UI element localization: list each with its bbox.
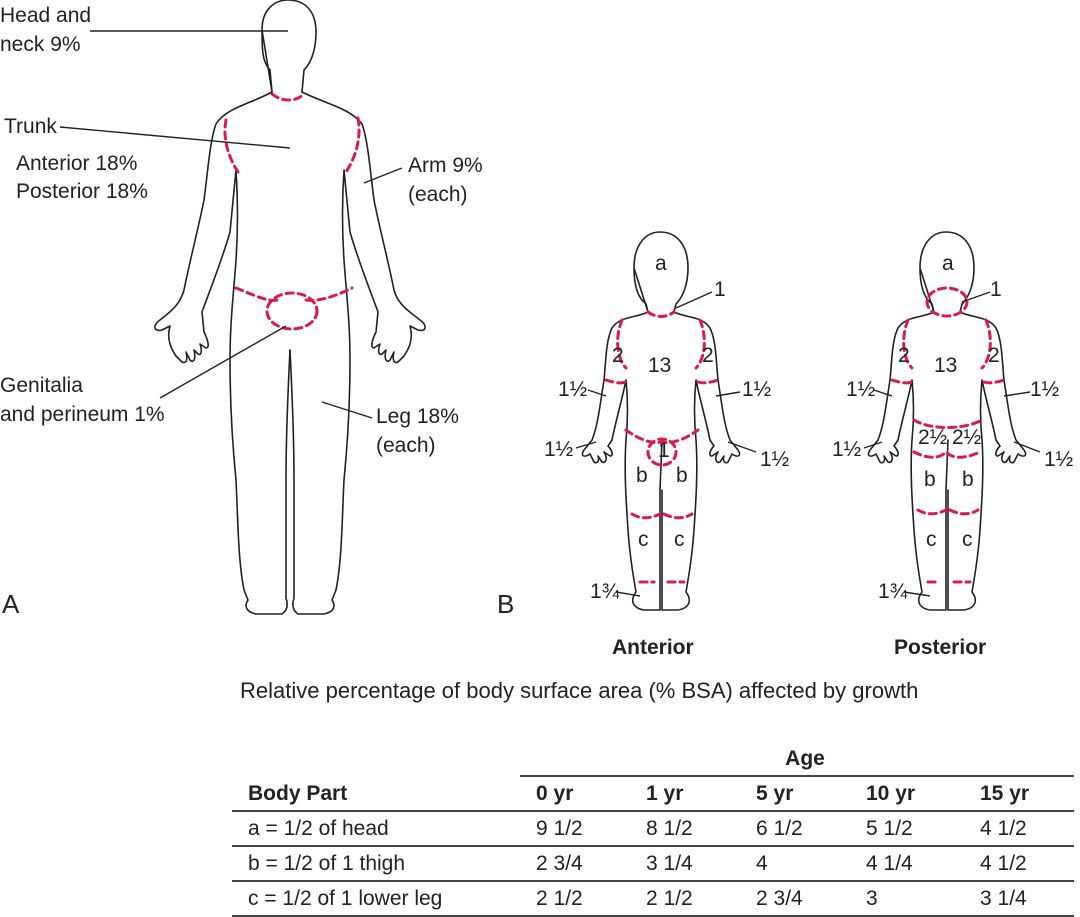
row-part: b = 1/2 of 1 thigh bbox=[232, 846, 520, 882]
anterior-genital-1: 1 bbox=[658, 439, 670, 462]
posterior-left-thigh-b: b bbox=[924, 468, 936, 491]
anterior-trunk-13: 13 bbox=[648, 354, 672, 377]
cell: 2 3/4 bbox=[740, 881, 850, 917]
table-row: b = 1/2 of 1 thigh 2 3/4 3 1/4 4 4 1/4 4… bbox=[232, 846, 1074, 882]
posterior-right-lower-leg-c: c bbox=[962, 528, 973, 551]
anterior-left-hand: 1½ bbox=[544, 438, 574, 461]
cell: 8 1/2 bbox=[630, 811, 740, 847]
anterior-title: Anterior bbox=[612, 636, 694, 659]
age-col-1: 1 yr bbox=[630, 776, 740, 812]
cell: 4 1/4 bbox=[850, 846, 964, 882]
cell: 4 1/2 bbox=[964, 846, 1074, 882]
posterior-left-hand: 1½ bbox=[832, 438, 862, 461]
posterior-left-forearm: 1½ bbox=[846, 378, 876, 401]
cell: 3 1/4 bbox=[630, 846, 740, 882]
anterior-right-lower-leg-c: c bbox=[674, 528, 685, 551]
label-arm-each: (each) bbox=[408, 183, 468, 206]
age-col-15: 15 yr bbox=[964, 776, 1074, 812]
table-row: a = 1/2 of head 9 1/2 8 1/2 6 1/2 5 1/2 … bbox=[232, 811, 1074, 847]
cell: 2 1/2 bbox=[630, 881, 740, 917]
panel-letter-b: B bbox=[497, 589, 515, 619]
anterior-right-upper-arm-2: 2 bbox=[702, 344, 714, 367]
anterior-foot: 1¾ bbox=[590, 580, 620, 603]
figure-caption: Relative percentage of body surface area… bbox=[240, 678, 919, 703]
posterior-neck-1: 1 bbox=[990, 278, 1002, 301]
bsa-age-table: Age Body Part 0 yr 1 yr 5 yr 10 yr 15 yr… bbox=[232, 742, 1074, 917]
child-figure-anterior bbox=[581, 231, 741, 611]
table-corner bbox=[232, 742, 520, 776]
label-trunk-anterior: Anterior 18% bbox=[16, 152, 138, 175]
cell: 5 1/2 bbox=[850, 811, 964, 847]
posterior-title: Posterior bbox=[894, 636, 987, 659]
anterior-right-forearm: 1½ bbox=[742, 378, 772, 401]
label-arm: Arm 9% bbox=[408, 154, 483, 177]
label-trunk-posterior: Posterior 18% bbox=[16, 180, 148, 203]
cell: 3 1/4 bbox=[964, 881, 1074, 917]
cell: 3 bbox=[850, 881, 964, 917]
cell: 2 1/2 bbox=[520, 881, 630, 917]
posterior-foot: 1¾ bbox=[878, 580, 908, 603]
posterior-right-upper-arm-2: 2 bbox=[988, 344, 1000, 367]
age-header: Age bbox=[520, 742, 1074, 777]
label-leg-each: (each) bbox=[376, 434, 436, 457]
anterior-right-hand: 1½ bbox=[760, 448, 790, 471]
anterior-head-a: a bbox=[655, 252, 667, 275]
table-row: c = 1/2 of 1 lower leg 2 1/2 2 1/2 2 3/4… bbox=[232, 881, 1074, 917]
label-trunk: Trunk bbox=[4, 115, 57, 138]
cell: 4 bbox=[740, 846, 850, 882]
child-figure-posterior bbox=[867, 231, 1027, 611]
anterior-left-lower-leg-c: c bbox=[638, 528, 649, 551]
age-col-10: 10 yr bbox=[850, 776, 964, 812]
body-part-header: Body Part bbox=[232, 776, 520, 812]
posterior-left-upper-arm-2: 2 bbox=[898, 344, 910, 367]
label-genitalia: Genitalia bbox=[0, 374, 83, 397]
cell: 2 3/4 bbox=[520, 846, 630, 882]
anterior-right-thigh-b: b bbox=[676, 464, 688, 487]
posterior-right-hand: 1½ bbox=[1044, 448, 1074, 471]
panel-letter-a: A bbox=[2, 589, 20, 619]
posterior-right-forearm: 1½ bbox=[1030, 378, 1060, 401]
label-genitalia-perineum: and perineum 1% bbox=[0, 403, 165, 426]
posterior-head-a: a bbox=[942, 252, 954, 275]
cell: 9 1/2 bbox=[520, 811, 630, 847]
anterior-left-thigh-b: b bbox=[636, 464, 648, 487]
adult-figure bbox=[154, 0, 426, 615]
cell: 6 1/2 bbox=[740, 811, 850, 847]
age-col-0: 0 yr bbox=[520, 776, 630, 812]
row-part: a = 1/2 of head bbox=[232, 811, 520, 847]
posterior-right-buttock: 2½ bbox=[952, 426, 982, 449]
posterior-right-thigh-b: b bbox=[962, 468, 974, 491]
anterior-neck-1: 1 bbox=[714, 278, 726, 301]
row-part: c = 1/2 of 1 lower leg bbox=[232, 881, 520, 917]
posterior-trunk-13: 13 bbox=[934, 354, 958, 377]
label-head-neck-1: Head and bbox=[0, 4, 92, 27]
posterior-left-lower-leg-c: c bbox=[926, 528, 937, 551]
label-leg: Leg 18% bbox=[376, 405, 459, 428]
anterior-left-upper-arm-2: 2 bbox=[612, 344, 624, 367]
posterior-left-buttock: 2½ bbox=[918, 426, 948, 449]
age-col-5: 5 yr bbox=[740, 776, 850, 812]
anterior-left-forearm: 1½ bbox=[558, 378, 588, 401]
cell: 4 1/2 bbox=[964, 811, 1074, 847]
label-head-neck-2: neck 9% bbox=[0, 33, 81, 56]
